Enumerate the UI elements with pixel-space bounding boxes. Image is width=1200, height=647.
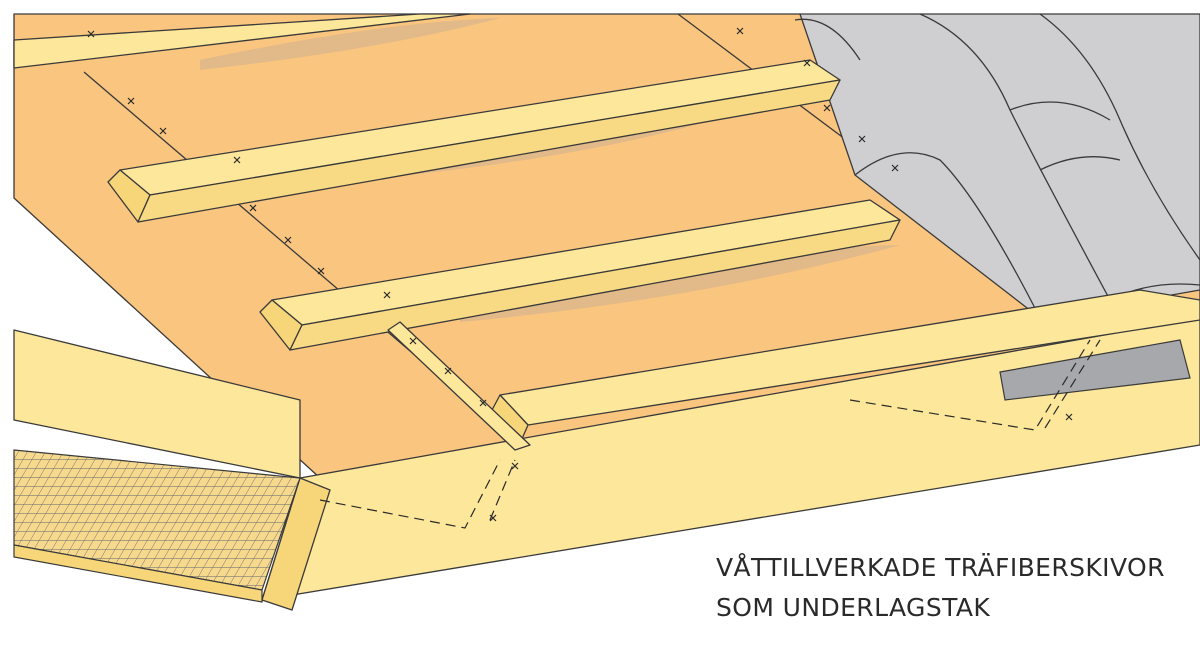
eave-flashing [999, 339, 1191, 401]
battens [13, 13, 1200, 451]
soffit-mesh [13, 449, 301, 603]
board-shadow [460, 245, 900, 322]
batten-3 [259, 199, 901, 351]
counter-batten [387, 321, 531, 451]
batten-2 [107, 59, 841, 223]
caption-line-1: VÅTTILLVERKADE TRÄFIBERSKIVOR [716, 553, 1165, 582]
nail-marks [87, 27, 1073, 522]
hidden-rafter-lines [319, 339, 1101, 529]
batten-1 [13, 13, 471, 69]
roof-tiles [794, 13, 1200, 319]
board-shadow [200, 18, 500, 70]
caption-line-2: SOM UNDERLAGSTAK [716, 593, 991, 622]
caption: VÅTTILLVERKADE TRÄFIBERSKIVOR SOM UNDERL… [716, 548, 1165, 628]
eave-fascia [13, 317, 1200, 611]
